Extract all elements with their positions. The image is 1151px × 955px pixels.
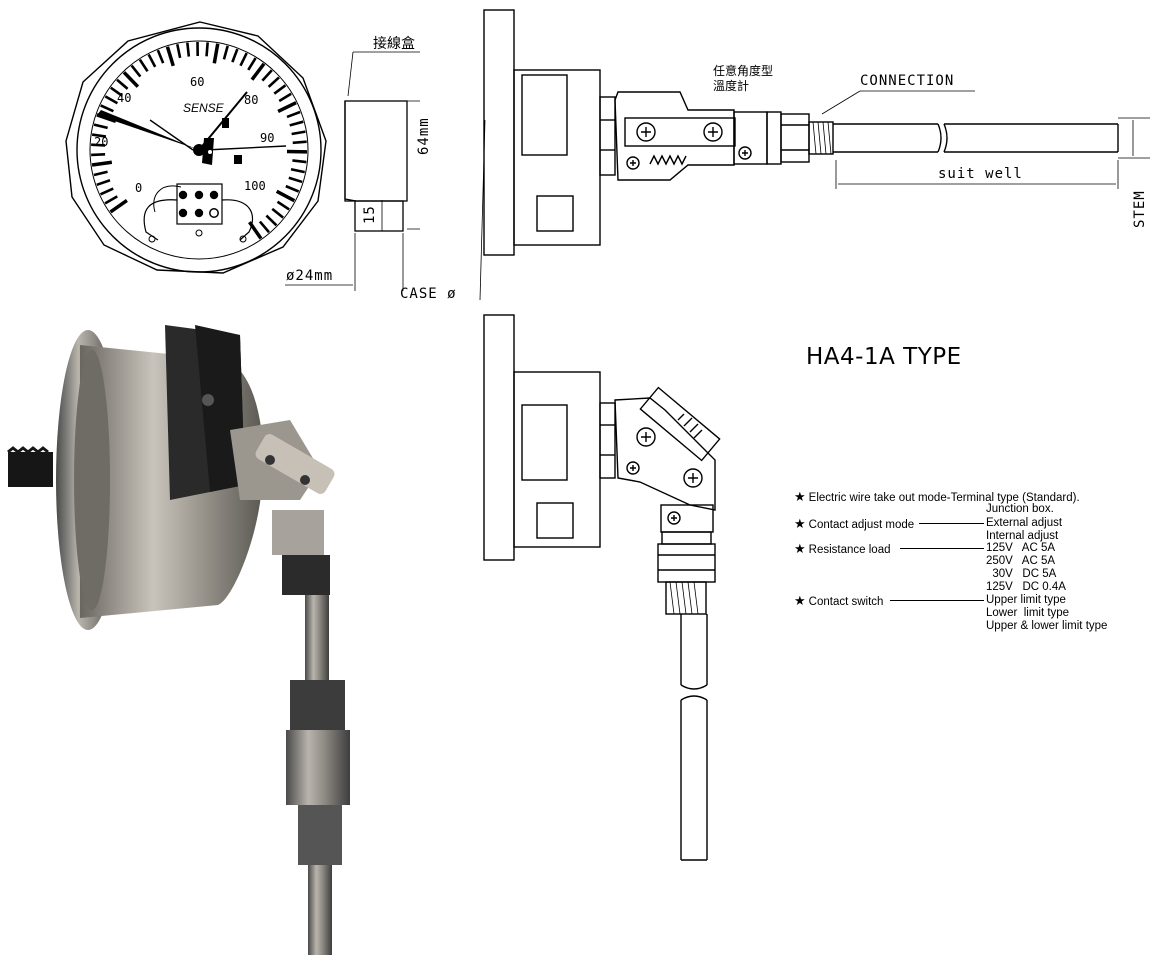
dial-number-80: 80 [244,93,258,107]
dial-tick [258,220,270,234]
spec-row-contact-switch: ★Contact switch [794,594,883,609]
dial-tick [247,57,257,71]
dial-tick [212,43,220,64]
dial-tick [109,86,123,97]
dial-tick [261,69,273,82]
dial-tick [91,133,107,138]
dial-tick [130,64,142,78]
spec-value: Lower limit type [986,607,1070,619]
dial-tick [277,101,297,113]
dial-tick [271,207,284,219]
spec-label: Contact adjust mode [808,519,915,531]
dial-tick [292,140,307,145]
dial-tick [222,45,229,60]
spec-row-contact-adjust: ★Contact adjust mode [794,517,914,532]
dial-tick [286,110,301,119]
dial-tick [96,179,111,187]
dial-tick [165,46,175,67]
spec-value: Junction box. [986,503,1054,515]
dial-tick [289,120,304,127]
any-angle-label-line1: 任意角度型 [713,64,774,78]
dial-number-40: 40 [117,91,131,105]
dial-tick [109,199,128,214]
dial-tick [231,48,239,63]
dial-tick [239,52,248,67]
dial-tick [138,58,149,73]
case-dimension: CASE ø [400,286,457,302]
dial-tick [290,167,305,174]
any-angle-label-line2: 溫度計 [713,79,750,93]
offset-dimension: 15 [362,205,378,224]
dial-tick [285,184,300,193]
dial-tick [276,200,290,211]
spec-label: Electric wire take out mode [808,492,947,504]
diameter-dimension: ø24mm [286,268,334,284]
dial-tick [288,176,303,184]
dial-tick [122,71,140,88]
spec-value: 125V DC 0.4A [986,581,1066,593]
dial-tick [147,53,157,68]
dial-number-100: 100 [244,179,266,193]
dial-number-20: 20 [94,135,108,149]
spec-label: Contact switch [808,596,884,608]
dial-tick [265,214,278,227]
spec-list: ★Electric wire take out mode-Terminal ty… [794,489,1151,632]
star-icon: ★ [794,593,806,608]
dial-tick [93,123,108,130]
junction-box-label: 接線盒 [373,36,415,52]
spec-value: Upper & lower limit type [986,620,1108,632]
dial-tick [99,187,114,196]
dial-tick [292,159,307,164]
dial-brand: SENSE [183,101,225,115]
spec-value: External adjust [986,517,1063,529]
spec-value: Internal adjust [986,530,1059,542]
dial-tick [100,104,114,113]
spec-value: Terminal type (Standard). [950,492,1080,504]
dial-tick [91,160,113,167]
junction-box-side [285,51,420,291]
dial-tick [275,189,296,203]
star-icon: ★ [794,516,806,531]
dial-tick [104,95,119,105]
side-view-angled [483,314,721,861]
spec-value: Upper limit type [986,594,1066,606]
product-photo [0,300,440,955]
star-icon: ★ [794,489,806,504]
dial-tick [248,221,263,240]
leader-line [890,600,984,601]
dial-tick [278,92,292,103]
spec-value: 125V AC 5A [986,542,1056,554]
star-icon: ★ [794,541,806,556]
dial-tick [273,84,287,95]
stem-diameter-label: STEM ø [1132,190,1151,228]
leader-line [900,548,984,549]
dial-face [65,21,327,274]
dial-number-0: 0 [135,181,142,195]
dial-tick [250,62,266,81]
dial-tick [91,143,106,147]
dial-tick [267,76,280,88]
connection-label: CONNECTION [860,73,955,89]
dial-number-60: 60 [190,75,204,89]
model-title: HA4-1A TYPE [806,344,962,370]
dial-tick [156,49,165,64]
spec-row-wire: ★Electric wire take out mode-Terminal ty… [794,489,1080,504]
dial-tick [91,152,106,157]
leader-line [919,523,984,524]
dial-tick [93,170,108,177]
spec-label: Resistance load [808,544,891,556]
dial-tick [186,42,191,57]
spec-value: 30V DC 5A [986,568,1057,580]
dial-tick [291,130,306,136]
gauge-front-view: 0 20 40 60 80 90 100 SENSE [65,21,420,291]
spec-row-resistance: ★Resistance load [794,542,890,557]
side-view-straight [479,9,1150,300]
dial-tick [116,78,129,90]
spec-value: 250V AC 5A [986,555,1056,567]
suit-well-label: suit well [938,166,1023,182]
dial-tick [104,195,118,205]
dial-tick [176,43,182,59]
dial-tick [205,42,209,57]
dial-number-90: 90 [260,131,274,145]
